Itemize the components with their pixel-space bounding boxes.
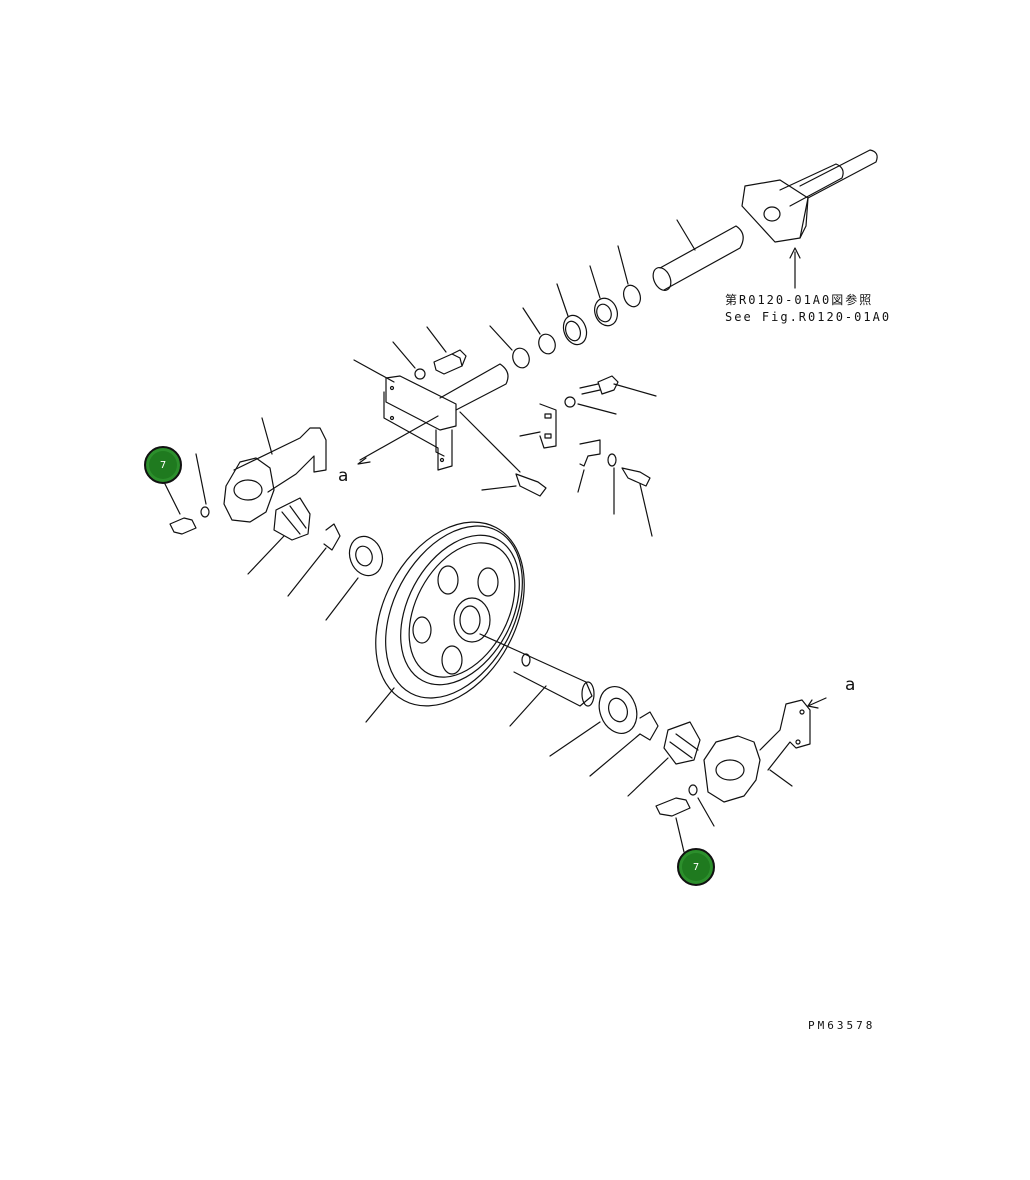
grease-fitting [459,411,547,497]
callout-7-left[interactable]: 7 [144,446,182,484]
rod-with-plate [741,149,878,289]
sleeve [652,219,744,291]
bolt-upper [392,326,467,380]
bolt-right [655,784,715,853]
seal-rings [489,245,642,369]
lock-plates [519,375,657,537]
callout-7-right[interactable]: 7 [677,848,715,886]
support-arm-right [703,697,827,803]
bolt-left [163,453,210,535]
drawing-number: PM63578 [808,1019,876,1032]
collar-left [247,497,341,597]
support-arm-left [223,417,327,523]
view-marker-a-left: a [338,466,349,486]
reference-note-english: See Fig.R0120-01A0 [725,310,892,324]
idler-wheel [365,521,525,723]
view-marker-a-right: a [845,675,856,695]
bracket-block [353,359,509,471]
bearing-left [325,535,384,621]
reference-note-japanese: 第R0120-01A0図参照 [725,293,874,307]
idler-shaft [479,633,595,727]
bearing-right [549,686,701,797]
